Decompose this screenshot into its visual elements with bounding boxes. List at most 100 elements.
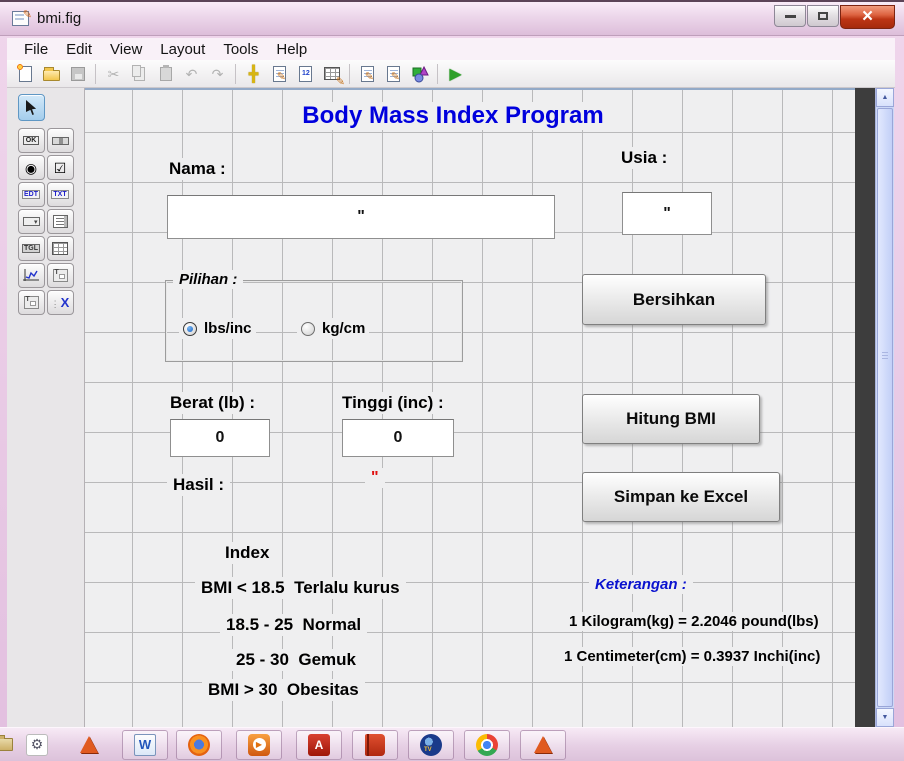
vertical-scrollbar[interactable]: ▲ ▼: [875, 88, 894, 727]
close-button[interactable]: ×: [840, 5, 895, 29]
taskbar-matlab-quicklaunch[interactable]: [74, 730, 104, 760]
save-figure-button[interactable]: [65, 62, 90, 86]
usia-input[interactable]: ": [622, 192, 712, 235]
palette-push-button-tool[interactable]: OK: [17, 128, 45, 153]
menu-tools[interactable]: Tools: [223, 40, 259, 58]
taskbar-web-globe[interactable]: [408, 729, 454, 760]
slider-icon: [51, 136, 69, 145]
palette-edit-text-tool[interactable]: EDT: [17, 182, 45, 207]
menu-file[interactable]: File: [24, 40, 49, 58]
toolbar-separator: [437, 63, 438, 84]
figure-heading[interactable]: Body Mass Index Program: [292, 102, 614, 130]
hasil-value[interactable]: ": [365, 468, 385, 488]
simpan-excel-button[interactable]: Simpan ke Excel: [582, 472, 780, 522]
taskbar-gear-app[interactable]: ⚙: [22, 730, 52, 760]
usia-label[interactable]: Usia :: [615, 147, 674, 169]
open-figure-button[interactable]: [39, 62, 64, 86]
taskbar-word[interactable]: W: [122, 729, 168, 760]
taskbar-start-folder[interactable]: [0, 730, 18, 760]
menu-editor-icon: ✎: [273, 65, 286, 83]
nama-input[interactable]: ": [167, 195, 555, 239]
copy-button[interactable]: [127, 62, 152, 86]
hasil-label[interactable]: Hasil :: [167, 474, 231, 496]
palette-toggle-button-tool[interactable]: TGL: [17, 236, 45, 261]
radio-kg-cm[interactable]: kg/cm: [297, 318, 370, 339]
toolbar: ✂ ↶ ↷ ╋ ✎ 12 ✎ ✎ ✎ ▶: [7, 60, 895, 88]
berat-label[interactable]: Berat (lb) :: [164, 392, 261, 414]
palette-button-group-tool[interactable]: T: [17, 290, 45, 315]
hitung-bmi-button[interactable]: Hitung BMI: [582, 394, 760, 444]
palette-check-box-tool[interactable]: ☑: [46, 155, 74, 180]
palette-axes-tool[interactable]: [17, 263, 45, 288]
menu-layout[interactable]: Layout: [160, 40, 206, 58]
toolbar-separator: [235, 63, 236, 84]
run-figure-button[interactable]: ▶: [443, 62, 468, 86]
activex-icon: X: [51, 295, 70, 310]
object-browser-button[interactable]: [407, 62, 432, 86]
taskbar-matlab[interactable]: [520, 729, 566, 760]
gear-icon: ⚙: [26, 733, 48, 756]
pilihan-panel-label: Pilihan :: [173, 270, 244, 289]
pilihan-panel[interactable]: [165, 280, 463, 362]
save-floppy-icon: [70, 66, 85, 81]
open-folder-icon: [43, 67, 60, 81]
palette-select-tool[interactable]: [18, 94, 45, 121]
chrome-icon: [476, 733, 498, 756]
redo-button[interactable]: ↷: [205, 62, 230, 86]
palette-static-text-tool[interactable]: TXT: [46, 182, 74, 207]
align-objects-button[interactable]: ╋: [241, 62, 266, 86]
menu-help[interactable]: Help: [276, 40, 308, 58]
keterangan-heading[interactable]: Keterangan :: [589, 575, 693, 594]
menu-editor-button[interactable]: ✎: [267, 62, 292, 86]
index-heading[interactable]: Index: [219, 542, 276, 564]
palette-radio-button-tool[interactable]: ◉: [17, 155, 45, 180]
scrollbar-thumb[interactable]: [877, 108, 893, 707]
maximize-button[interactable]: [807, 5, 839, 27]
taskbar-book-app[interactable]: [352, 729, 398, 760]
palette-table-tool[interactable]: [46, 236, 74, 261]
undo-button[interactable]: ↶: [179, 62, 204, 86]
index-line-normal[interactable]: 18.5 - 25 Normal: [220, 614, 368, 636]
editor-button[interactable]: ✎: [355, 62, 380, 86]
taskbar-media-player[interactable]: ▶: [236, 729, 282, 760]
tinggi-label[interactable]: Tinggi (inc) :: [336, 392, 450, 414]
keterangan-kg-line[interactable]: 1 Kilogram(kg) = 2.2046 pound(lbs): [563, 612, 825, 631]
titlebar[interactable]: bmi.fig ×: [0, 0, 904, 36]
component-palette: OK ◉ ☑ EDT TXT ▾ TGL T: [7, 88, 85, 727]
palette-popup-menu-tool[interactable]: ▾: [17, 209, 45, 234]
taskbar-firefox[interactable]: [176, 729, 222, 760]
cut-button[interactable]: ✂: [101, 62, 126, 86]
palette-slider-tool[interactable]: [46, 128, 74, 153]
taskbar-chrome[interactable]: [464, 729, 510, 760]
menu-view[interactable]: View: [110, 40, 143, 58]
keterangan-cm-line[interactable]: 1 Centimeter(cm) = 0.3937 Inchi(inc): [558, 647, 827, 666]
paste-button[interactable]: [153, 62, 178, 86]
tab-order-editor-button[interactable]: 12: [293, 62, 318, 86]
cursor-arrow-icon: [26, 100, 37, 115]
menubar: File Edit View Layout Tools Help: [7, 38, 895, 60]
index-line-gemuk[interactable]: 25 - 30 Gemuk: [230, 649, 363, 671]
figure-canvas[interactable]: Body Mass Index Program Nama : " Usia : …: [85, 88, 855, 727]
palette-activex-tool[interactable]: X: [46, 290, 74, 315]
bersihkan-button[interactable]: Bersihkan: [582, 274, 766, 325]
palette-panel-tool[interactable]: T: [46, 263, 74, 288]
scroll-down-button[interactable]: ▼: [876, 708, 894, 727]
minimize-button[interactable]: [774, 5, 806, 27]
taskbar-adobe-reader[interactable]: A: [296, 729, 342, 760]
tinggi-input[interactable]: 0: [342, 419, 454, 457]
nama-label[interactable]: Nama :: [163, 158, 232, 180]
radio-circle-icon[interactable]: [183, 321, 197, 336]
menu-edit[interactable]: Edit: [66, 40, 93, 58]
scroll-up-button[interactable]: ▲: [876, 88, 894, 107]
check-box-icon: ☑: [53, 159, 67, 176]
index-line-kurus[interactable]: BMI < 18.5 Terlalu kurus: [195, 577, 406, 599]
palette-listbox-tool[interactable]: [46, 209, 74, 234]
index-line-obesitas[interactable]: BMI > 30 Obesitas: [202, 679, 365, 701]
berat-input[interactable]: 0: [170, 419, 270, 457]
radio-lbs-inc[interactable]: lbs/inc: [179, 318, 256, 339]
radio-circle-icon[interactable]: [301, 321, 315, 336]
folder-icon: [0, 735, 13, 751]
toolbar-editor-button[interactable]: ✎: [319, 62, 345, 88]
property-inspector-button[interactable]: ✎: [381, 62, 406, 86]
new-figure-button[interactable]: [13, 62, 38, 86]
